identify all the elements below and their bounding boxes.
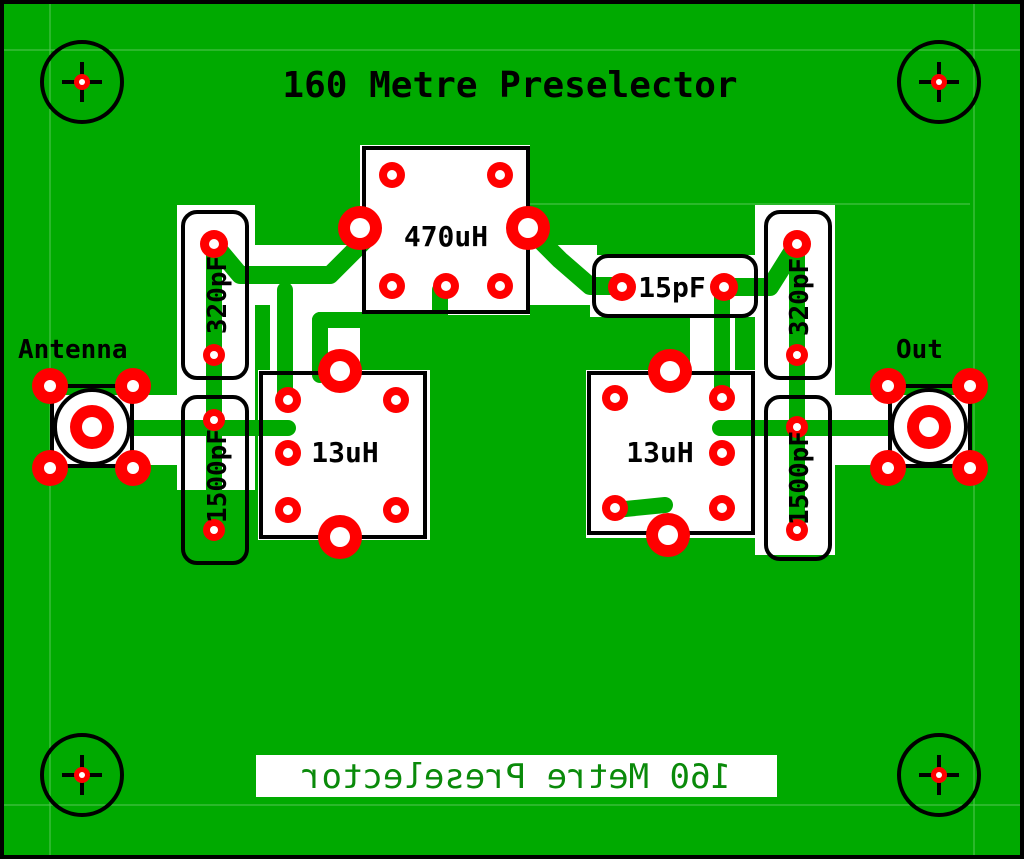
pads-13uh-left	[275, 349, 409, 559]
pads-470uh	[338, 162, 550, 299]
outline-bnc-out	[888, 384, 972, 468]
pads-bnc-in	[32, 368, 151, 486]
mirror-title-box	[256, 755, 777, 797]
outline-15pf	[592, 254, 758, 318]
pads-capacitors	[200, 230, 811, 541]
outline-1500pf-left	[181, 395, 249, 565]
mount-hole-bottom-left	[40, 733, 124, 817]
label-470uh: 470uH	[404, 220, 488, 253]
mount-hole-top-left	[40, 40, 124, 124]
pads-bnc-out	[870, 368, 988, 486]
outline-320pf-left	[181, 210, 249, 380]
pads-13uh-right	[602, 349, 735, 557]
label-13uh-left: 13uH	[311, 436, 378, 469]
label-1500pf-right: 1500pF	[785, 431, 815, 525]
mount-hole-top-right	[897, 40, 981, 124]
pads	[32, 162, 988, 559]
input-label: Antenna	[18, 335, 128, 365]
copper-traces	[84, 219, 938, 538]
label-13uh-right: 13uH	[626, 436, 693, 469]
label-320pf-right: 320pF	[785, 258, 815, 336]
label-1500pf-left: 1500pF	[203, 429, 233, 523]
mount-hole-bottom-right	[897, 733, 981, 817]
label-15pf: 15pF	[638, 271, 705, 304]
outline-320pf-right	[764, 210, 832, 380]
output-label: Out	[896, 335, 943, 365]
outline-1500pf-right	[764, 395, 832, 561]
mirror-title: 160 Metre Preselector	[301, 757, 731, 797]
board-title: 160 Metre Preselector	[282, 65, 737, 106]
label-320pf-left: 320pF	[203, 256, 233, 334]
